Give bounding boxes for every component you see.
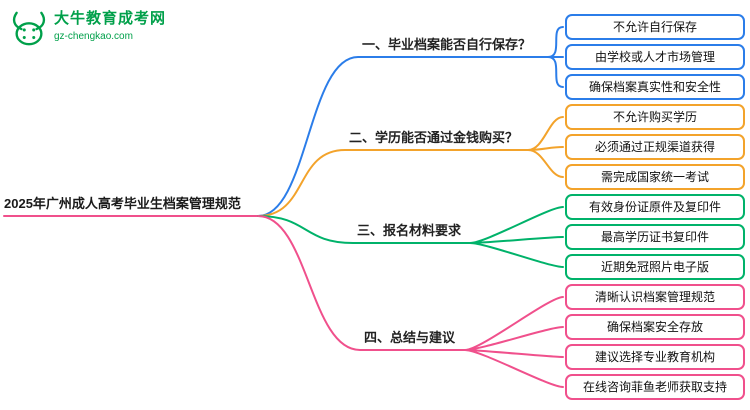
leaf-node: 需完成国家统一考试 bbox=[565, 164, 745, 190]
logo-bull-icon bbox=[10, 10, 48, 53]
logo-domain: gz-chengkao.com bbox=[54, 30, 133, 42]
leaf-node: 在线咨询菲鱼老师获取支持 bbox=[565, 374, 745, 400]
leaf-node: 必须通过正规渠道获得 bbox=[565, 134, 745, 160]
root-node: 2025年广州成人高考毕业生档案管理规范 bbox=[4, 196, 241, 211]
leaf-node: 不允许自行保存 bbox=[565, 14, 745, 40]
site-logo[interactable]: 大牛教育成考网 gz-chengkao.com bbox=[10, 10, 166, 53]
branch-label: 一、毕业档案能否自行保存？ bbox=[362, 37, 532, 52]
leaf-node: 确保档案真实性和安全性 bbox=[565, 74, 745, 100]
leaf-node: 建议选择专业教育机构 bbox=[565, 344, 745, 370]
leaf-node: 近期免冠照片电子版 bbox=[565, 254, 745, 280]
logo-title: 大牛教育成考网 bbox=[54, 10, 167, 27]
branch-label: 四、总结与建议 bbox=[364, 330, 456, 345]
leaf-node: 最高学历证书复印件 bbox=[565, 224, 745, 250]
branch-label: 三、报名材料要求 bbox=[357, 223, 462, 238]
leaf-node: 清晰认识档案管理规范 bbox=[565, 284, 745, 310]
branch-label: 二、学历能否通过金钱购买？ bbox=[349, 130, 519, 145]
leaf-node: 由学校或人才市场管理 bbox=[565, 44, 745, 70]
leaf-node: 有效身份证原件及复印件 bbox=[565, 194, 745, 220]
leaf-node: 不允许购买学历 bbox=[565, 104, 745, 130]
leaf-node: 确保档案安全存放 bbox=[565, 314, 745, 340]
